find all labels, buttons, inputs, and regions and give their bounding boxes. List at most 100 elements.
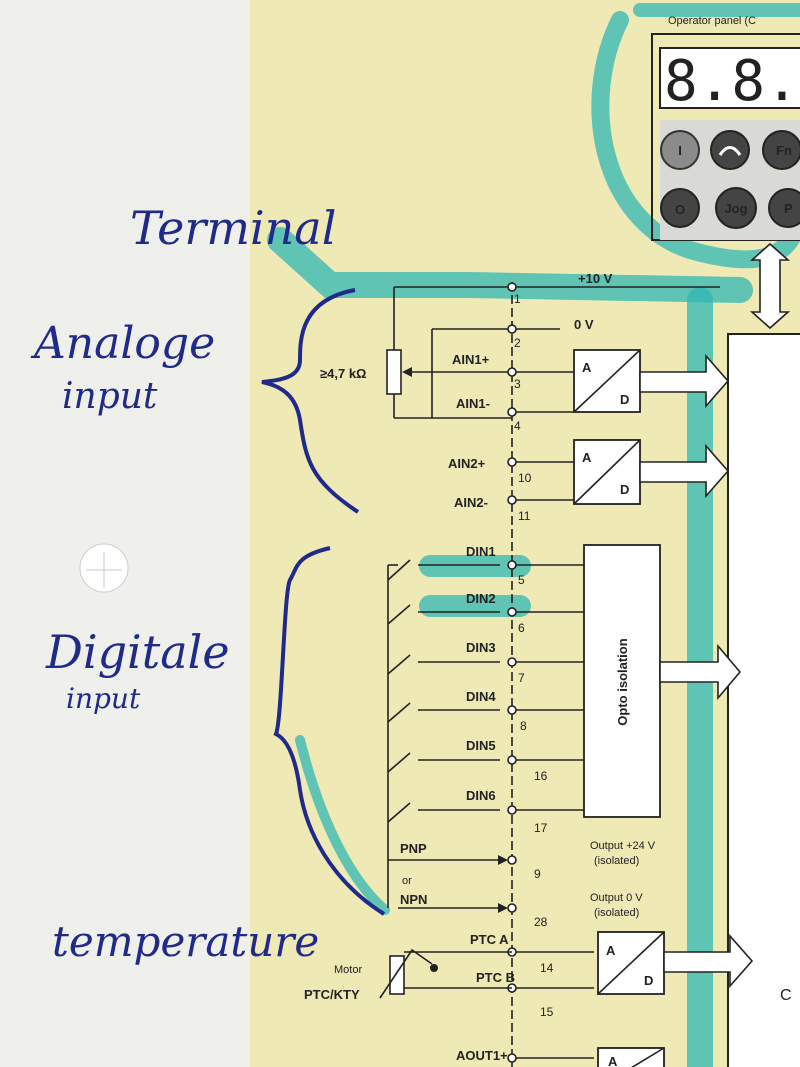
panel-button-stop[interactable] bbox=[660, 188, 700, 228]
terminal-dot bbox=[507, 657, 517, 667]
resistor-label: ≥4,7 kΩ bbox=[320, 366, 366, 381]
label-ain1plus: AIN1+ bbox=[452, 352, 490, 367]
label-output-24v-isolated: (isolated) bbox=[594, 855, 639, 867]
label-pnp: PNP bbox=[400, 841, 427, 856]
motor-ptc: Motor PTC/KTY bbox=[304, 948, 512, 1002]
adc-ain2-a: A bbox=[582, 450, 592, 465]
panel-button-reverse[interactable] bbox=[710, 130, 750, 170]
panel-button-run[interactable] bbox=[660, 130, 700, 170]
terminal-number-8: 8 bbox=[520, 719, 527, 733]
adc-ptc-d: D bbox=[644, 973, 653, 988]
label-din5: DIN5 bbox=[466, 738, 496, 753]
terminal-dot bbox=[507, 324, 517, 334]
panel-button-run-label: I bbox=[678, 143, 682, 158]
main-controller-box bbox=[727, 333, 800, 1067]
panel-button-jog-label: Jog bbox=[724, 201, 747, 216]
motor-label-line2: PTC/KTY bbox=[304, 987, 360, 1002]
pnp-arrow-icon bbox=[498, 855, 508, 865]
panel-title: Operator panel (C bbox=[668, 15, 756, 27]
label-ain2minus: AIN2- bbox=[454, 495, 488, 510]
terminal-number-17: 17 bbox=[534, 821, 548, 835]
panel-button-fn-label: Fn bbox=[776, 143, 792, 158]
terminal-number-5: 5 bbox=[518, 573, 525, 587]
switch-din5 bbox=[387, 752, 500, 773]
thermal-dot-icon bbox=[430, 964, 438, 972]
controller-cut-label: C bbox=[780, 987, 792, 1004]
terminal-number-2: 2 bbox=[514, 336, 521, 350]
terminal-dot bbox=[507, 282, 517, 292]
label-0v: 0 V bbox=[574, 317, 594, 332]
switch-din2 bbox=[387, 604, 500, 625]
terminal-dot bbox=[507, 367, 517, 377]
terminal-dot bbox=[507, 855, 517, 865]
terminal-number-7: 7 bbox=[518, 671, 525, 685]
din-switches bbox=[387, 559, 500, 909]
label-ptcb: PTC B bbox=[476, 970, 515, 985]
arrow-ptc-icon bbox=[663, 933, 754, 989]
terminal-number-11: 11 bbox=[518, 509, 531, 523]
panel-button-jog[interactable] bbox=[715, 187, 757, 229]
panel-button-p-label: P bbox=[784, 201, 793, 216]
adc-ain1-a: A bbox=[582, 360, 592, 375]
label-output-0v-isolated: (isolated) bbox=[594, 907, 639, 919]
label-npn: NPN bbox=[400, 892, 427, 907]
label-din1: DIN1 bbox=[466, 544, 496, 559]
handwritten-digital-input: input bbox=[66, 682, 141, 715]
arrow-ain1-icon bbox=[639, 353, 730, 409]
handwritten-analog-input: input bbox=[62, 376, 158, 417]
adc-ain2-diagonal bbox=[573, 439, 641, 505]
terminal-number-28: 28 bbox=[534, 915, 548, 929]
motor-label-line1: Motor bbox=[334, 964, 362, 976]
switch-din1 bbox=[387, 559, 500, 581]
panel-button-fn[interactable] bbox=[762, 130, 800, 170]
terminal-number-4: 4 bbox=[514, 419, 521, 433]
terminal-number-1: 1 bbox=[514, 292, 521, 306]
potentiometer bbox=[386, 349, 402, 395]
panel-display-digits: 8.8.8.8 bbox=[664, 49, 800, 114]
terminal-dot bbox=[507, 407, 517, 417]
handwritten-notes: Terminal Analoge input Digitale input te… bbox=[30, 201, 386, 966]
handwritten-temperature: temperature bbox=[52, 917, 319, 966]
brace-digital bbox=[273, 546, 386, 916]
terminal-dot bbox=[507, 705, 517, 715]
npn-arrow-icon bbox=[498, 903, 508, 913]
switch-din6 bbox=[387, 802, 500, 823]
label-din4: DIN4 bbox=[466, 689, 496, 704]
terminal-dot bbox=[507, 1053, 517, 1063]
handwritten-digitale: Digitale bbox=[45, 625, 230, 679]
label-ain2plus: AIN2+ bbox=[448, 456, 486, 471]
panel-button-stop-label: O bbox=[675, 202, 685, 217]
adc-ptc-diagonal bbox=[597, 931, 665, 995]
terminal-dot bbox=[507, 560, 517, 570]
terminal-points bbox=[507, 282, 517, 1063]
terminal-number-14: 14 bbox=[540, 961, 554, 975]
switch-din4 bbox=[387, 702, 500, 723]
handwritten-analoge: Analoge bbox=[30, 318, 215, 369]
terminal-dot bbox=[507, 755, 517, 765]
operator-panel: Operator panel (C 8.8.8.8 I Fn O Jog P bbox=[651, 15, 800, 241]
highlight-brace bbox=[295, 735, 390, 915]
arrow-opto-icon bbox=[659, 643, 742, 701]
adc-ain1-d: D bbox=[620, 392, 629, 407]
terminal-dot bbox=[507, 457, 517, 467]
opto-isolation-label: Opto isolation bbox=[615, 638, 630, 725]
signal-arrows bbox=[639, 353, 754, 989]
label-ptca: PTC A bbox=[470, 932, 509, 947]
handwritten-terminal: Terminal bbox=[130, 201, 336, 255]
panel-button-p[interactable] bbox=[768, 188, 800, 228]
motor-ptc-sensor bbox=[389, 955, 405, 995]
terminal-dot bbox=[507, 805, 517, 815]
potentiometer-wiper-icon bbox=[402, 367, 412, 377]
label-output-0v: Output 0 V bbox=[590, 892, 643, 904]
adc-aout1-diagonal bbox=[631, 1047, 665, 1067]
adc-ptc-a: A bbox=[606, 943, 616, 958]
switch-din3 bbox=[387, 654, 500, 675]
adc-aout1 bbox=[597, 1047, 665, 1067]
label-din6: DIN6 bbox=[466, 788, 496, 803]
panel-display bbox=[659, 47, 800, 109]
terminal-number-9: 9 bbox=[534, 867, 541, 881]
highlight-panel-loop bbox=[591, 11, 800, 269]
terminal-number-16: 16 bbox=[534, 769, 548, 783]
terminal-labels: +10 V 1 0 V 2 AIN1+ 3 AIN1- 4 AIN2+ 10 A… bbox=[400, 271, 656, 1063]
